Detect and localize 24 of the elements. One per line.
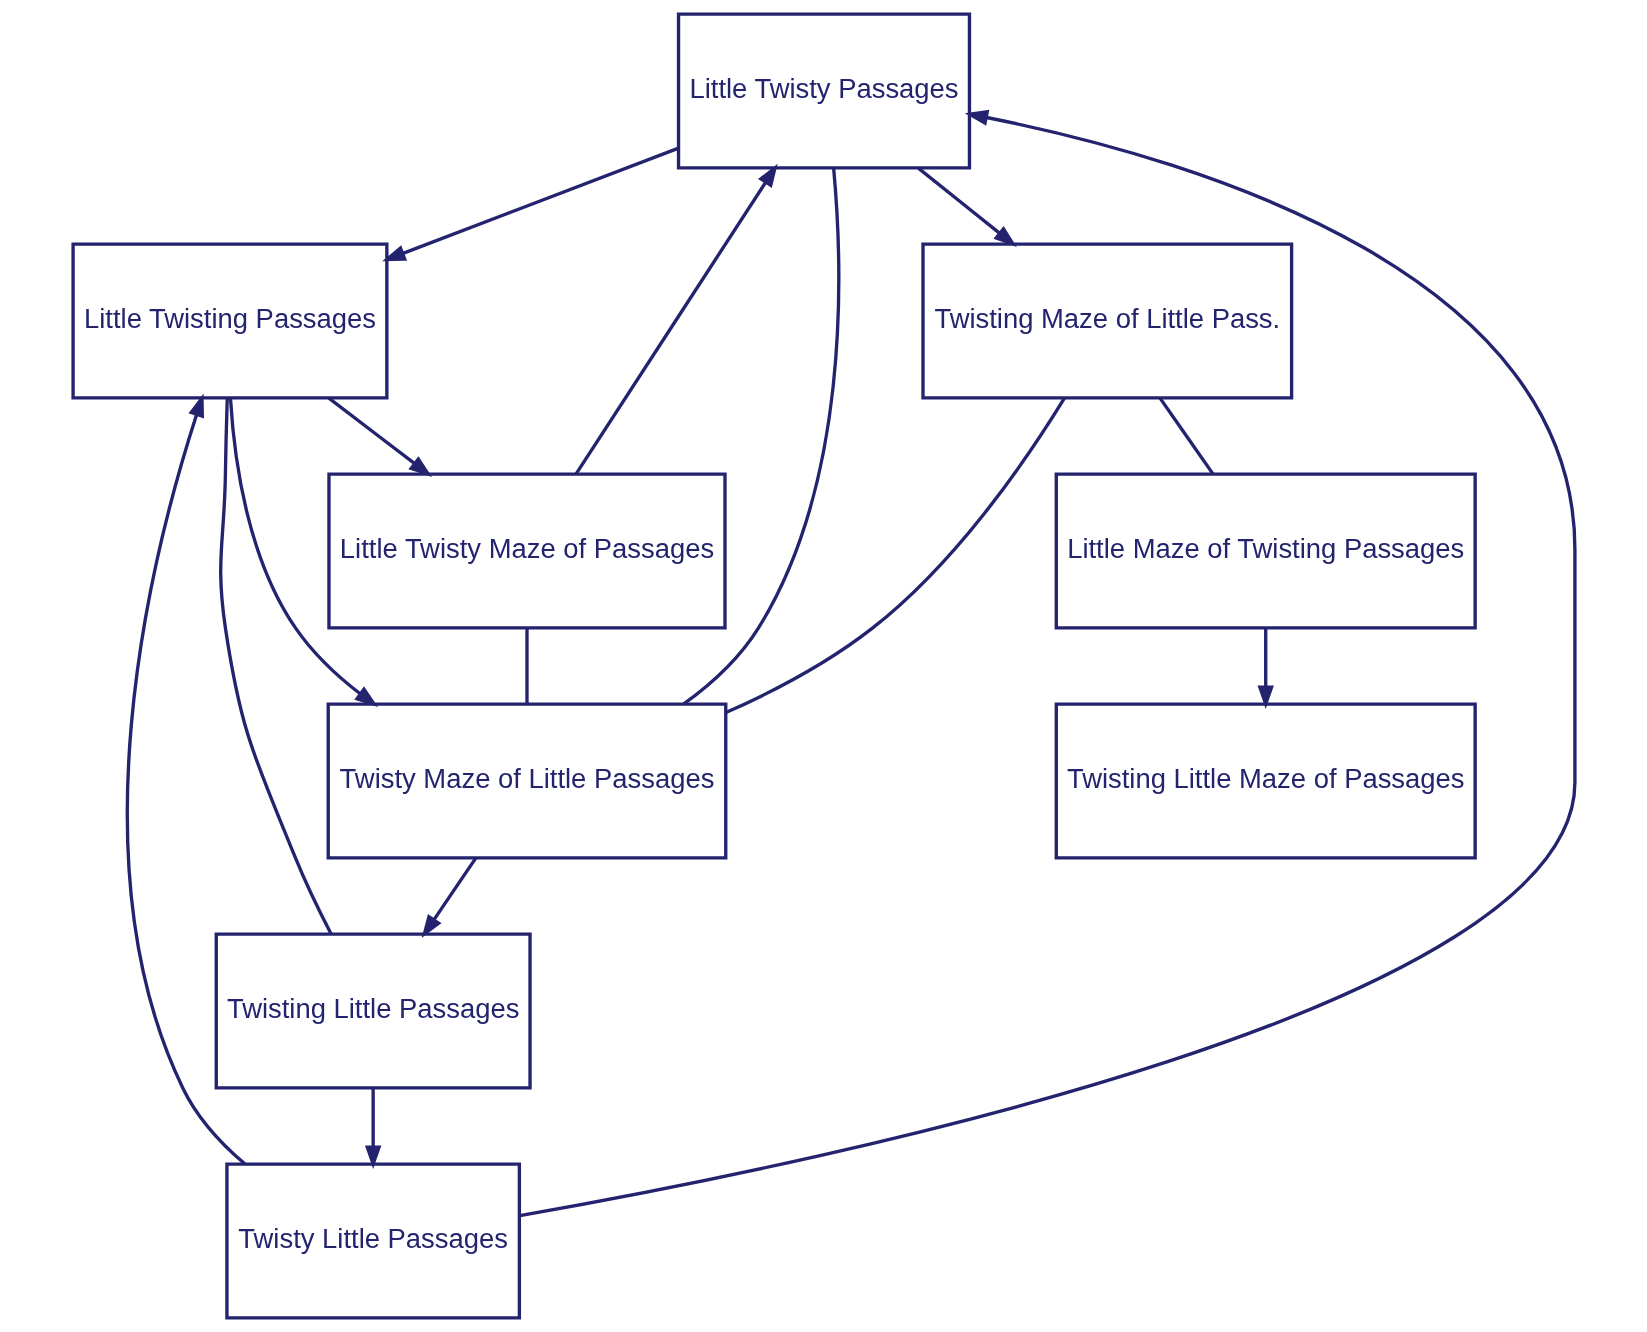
node-box: Twisting Maze of Little Pass.: [920, 242, 1293, 400]
arrow: [327, 396, 432, 477]
node-box: Twisty Little Passages: [224, 1162, 521, 1320]
node-box: Twisting Little Maze of Passages: [1054, 702, 1477, 860]
arrow: [1257, 628, 1274, 709]
connector: [1158, 397, 1214, 475]
arrow: [574, 163, 778, 475]
arrow: [421, 857, 477, 939]
arrow: [125, 393, 246, 1166]
node-box: Little Twisting Passages: [70, 242, 389, 400]
node-box: Twisting Little Passages: [214, 932, 532, 1090]
node-box: Little Twisty Passages: [676, 12, 971, 170]
node-box: Little Maze of Twisting Passages: [1054, 472, 1477, 630]
arrow: [519, 109, 1577, 1218]
connector: [724, 397, 1066, 715]
node-box: Twisty Maze of Little Passages: [326, 702, 727, 860]
arrow: [381, 146, 679, 262]
node-box: Little Twisty Maze of Passages: [326, 472, 727, 630]
connector: [682, 168, 840, 706]
connector: [218, 398, 333, 935]
connector: [524, 628, 529, 704]
arrow: [364, 1088, 381, 1169]
arrow: [916, 166, 1017, 248]
arrow: [228, 398, 378, 707]
